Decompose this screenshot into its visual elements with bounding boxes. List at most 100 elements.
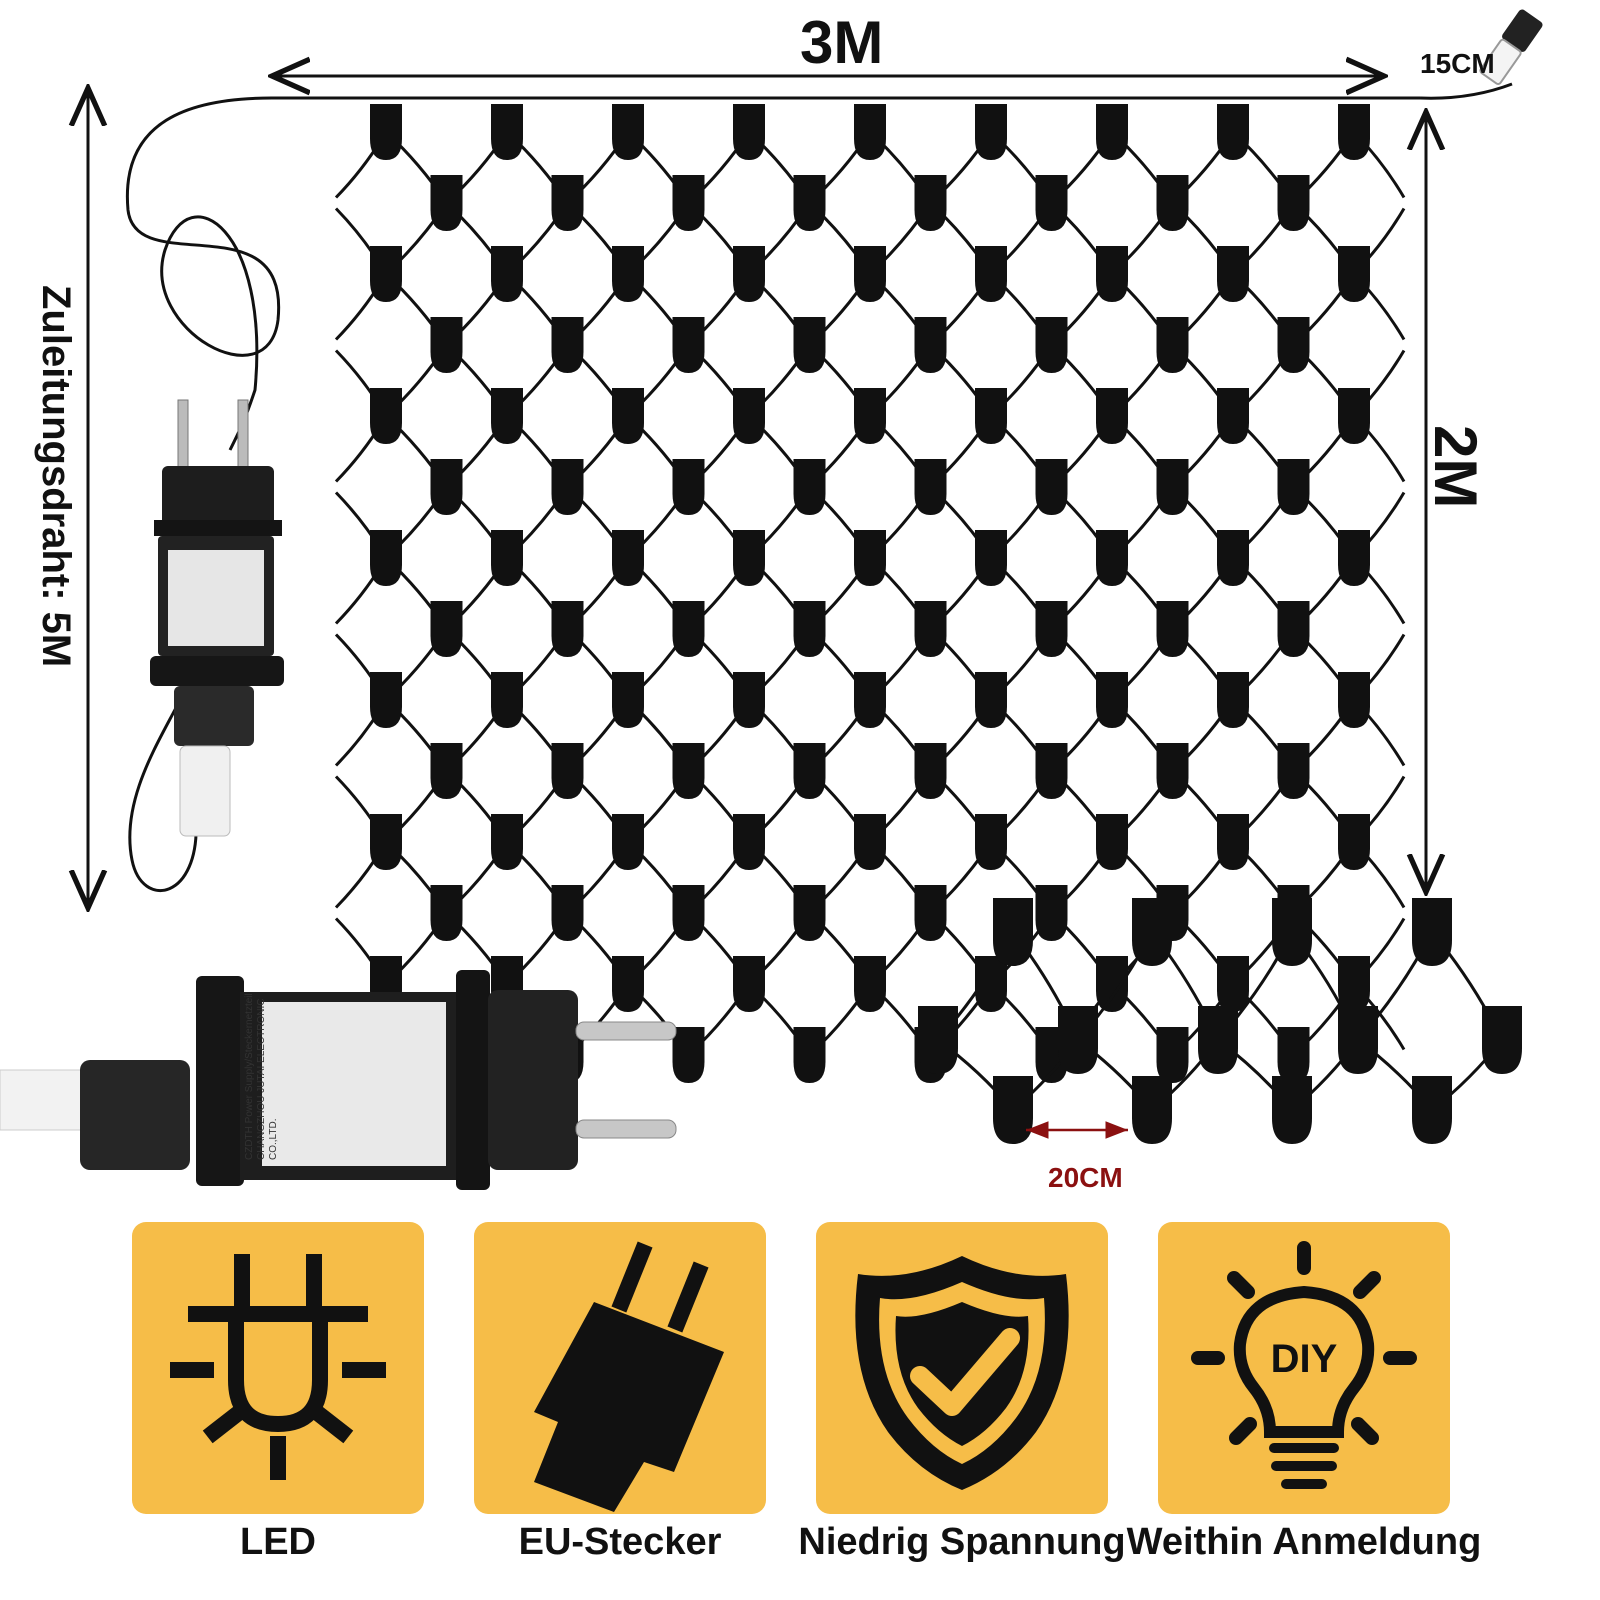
net-bulb — [733, 672, 765, 728]
net-bulb — [370, 388, 402, 444]
net-bulb — [370, 814, 402, 870]
net-bulb — [1096, 956, 1128, 1012]
net-bulb — [612, 530, 644, 586]
net-bulb — [1035, 885, 1068, 941]
net-bulb — [672, 601, 705, 657]
net-grid — [334, 104, 1406, 1083]
net-bulb — [793, 1027, 826, 1083]
net-bulb — [612, 956, 644, 1012]
net-bulb — [854, 956, 886, 1012]
net-bulb — [1156, 175, 1189, 231]
detail-bulb — [1412, 1076, 1452, 1144]
net-bulb — [551, 317, 584, 373]
net-bulb — [914, 317, 947, 373]
net-bulb — [1277, 317, 1310, 373]
net-bulb — [551, 459, 584, 515]
net-bulb — [551, 175, 584, 231]
net-bulb — [793, 601, 826, 657]
feature-caption-led: LED — [240, 1521, 316, 1563]
net-bulb — [612, 814, 644, 870]
net-bulb — [1035, 175, 1068, 231]
net-bulb — [612, 104, 644, 160]
net-bulb — [1217, 530, 1249, 586]
net-bulb — [733, 530, 765, 586]
eu-plug-icon — [534, 1241, 724, 1512]
net-bulb — [430, 743, 463, 799]
adapter-line1: Power Supply/Steckernetzteil — [244, 993, 255, 1124]
net-bulb — [793, 175, 826, 231]
adapter-line2: CHANGZHOU JUTAI ELECTRONIC CO.,LTD. — [256, 998, 279, 1161]
net-bulb — [551, 885, 584, 941]
lead-cable-lower — [128, 699, 198, 892]
adapter-label: CZDTH Power Supply/Steckernetzteil CHANG… — [244, 980, 280, 1160]
net-bulb — [672, 317, 705, 373]
net-bulb — [1338, 246, 1370, 302]
net-bulb — [914, 885, 947, 941]
net-bulb — [793, 317, 826, 373]
net-bulb — [430, 317, 463, 373]
height-label: 2M — [1422, 425, 1489, 509]
net-bulb — [854, 246, 886, 302]
net-bulb — [1338, 814, 1370, 870]
feature-caption-low-voltage: Niedrig Spannung — [798, 1521, 1126, 1563]
detail-bulb — [1198, 1006, 1238, 1074]
net-bulb — [1096, 388, 1128, 444]
net-bulb — [1338, 530, 1370, 586]
detail-bulb — [1272, 898, 1312, 966]
net-bulb — [491, 388, 523, 444]
net-bulb — [672, 1027, 705, 1083]
net-bulb — [733, 956, 765, 1012]
tail-length-label: 15CM — [1420, 48, 1495, 79]
net-bulb — [1217, 814, 1249, 870]
net-bulb — [491, 672, 523, 728]
net-bulb — [491, 814, 523, 870]
net-bulb — [1035, 317, 1068, 373]
net-bulb — [1096, 104, 1128, 160]
net-bulb — [854, 672, 886, 728]
net-bulb — [1156, 743, 1189, 799]
net-bulb — [1277, 743, 1310, 799]
net-bulb — [854, 104, 886, 160]
net-bulb — [1096, 814, 1128, 870]
net-bulb — [370, 530, 402, 586]
net-bulb — [1338, 388, 1370, 444]
net-bulb — [975, 672, 1007, 728]
net-bulb — [1156, 317, 1189, 373]
net-bulb — [1096, 530, 1128, 586]
diy-badge: DIY — [1271, 1337, 1338, 1381]
net-bulb — [914, 601, 947, 657]
width-label: 3M — [800, 9, 884, 76]
net-bulb — [1156, 601, 1189, 657]
net-bulb — [1217, 104, 1249, 160]
net-bulb — [1156, 1027, 1189, 1083]
net-bulb — [975, 814, 1007, 870]
net-bulb — [612, 388, 644, 444]
small-adapter — [150, 399, 284, 837]
feature-tile-low-voltage — [816, 1222, 1108, 1514]
large-adapter — [0, 970, 677, 1190]
tail-wire — [1419, 82, 1513, 100]
net-bulb — [1277, 459, 1310, 515]
net-bulb — [491, 246, 523, 302]
net-bulb — [1277, 175, 1310, 231]
end-connector — [1479, 9, 1543, 85]
net-bulb — [854, 388, 886, 444]
net-bulb — [793, 459, 826, 515]
net-bulb — [793, 743, 826, 799]
net-bulb — [733, 104, 765, 160]
net-bulb — [1217, 672, 1249, 728]
lead-cable-label: Zuleitungsdraht: 5M — [34, 285, 78, 668]
net-bulb — [672, 743, 705, 799]
net-bulb — [1035, 743, 1068, 799]
net-bulb — [914, 743, 947, 799]
net-bulb — [1217, 388, 1249, 444]
led-plug-icon — [170, 1254, 386, 1480]
detail-bulb — [1058, 1006, 1098, 1074]
net-bulb — [672, 175, 705, 231]
net-bulb — [672, 459, 705, 515]
net-bulb — [854, 530, 886, 586]
net-bulb — [733, 388, 765, 444]
net-bulb — [975, 388, 1007, 444]
